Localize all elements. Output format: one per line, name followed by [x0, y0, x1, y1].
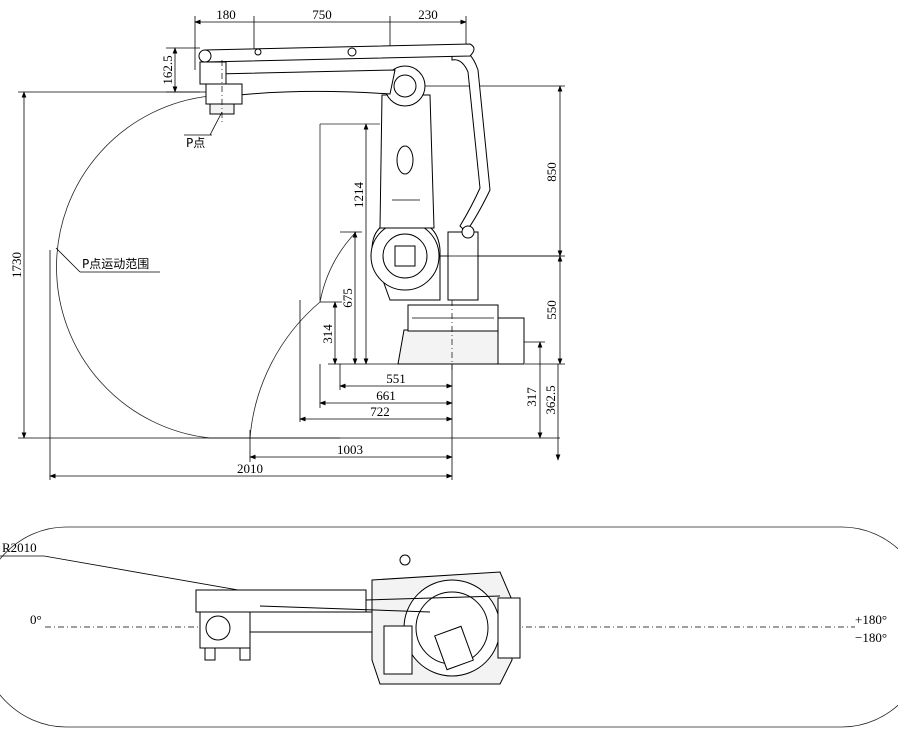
dim-550: 550 [544, 300, 559, 320]
reach-envelope-top [0, 526, 898, 728]
dim-1003: 1003 [337, 442, 363, 457]
dim-162-5: 162.5 [160, 55, 175, 84]
top-view: R2010 0° +180° −180° [0, 526, 898, 728]
p-point-label: P点 [186, 136, 205, 150]
dim-850: 850 [544, 162, 559, 182]
robot-top-view [195, 554, 521, 685]
side-view: 180 750 230 162.5 1730 850 550 [9, 7, 565, 480]
dim-722: 722 [370, 404, 390, 419]
robot-wrist [199, 60, 243, 125]
angle-neg-180: −180° [855, 630, 887, 645]
dim-750: 750 [312, 7, 332, 22]
dim-314: 314 [320, 324, 335, 344]
dim-230: 230 [418, 7, 438, 22]
dim-675: 675 [340, 288, 355, 308]
dim-317: 317 [524, 387, 539, 407]
robot-base [397, 300, 525, 370]
p-range-callout: P点运动范围 [55, 247, 160, 273]
dim-661: 661 [376, 388, 396, 403]
workspace-envelope [56, 95, 380, 439]
dim-162-5-group: 162.5 [160, 47, 200, 93]
angle-0: 0° [30, 612, 42, 627]
robot-rear-link [451, 47, 491, 239]
robot-turret [370, 219, 560, 301]
p-point-callout: P点 [184, 111, 223, 150]
dim-180: 180 [216, 7, 236, 22]
dim-1730-group: 1730 [9, 91, 560, 439]
dim-551: 551 [386, 371, 406, 386]
dim-362-5: 362.5 [543, 385, 558, 414]
dim-317-362-group: 317 362.5 [505, 341, 561, 461]
dim-left-verticals: 1214 675 314 [320, 123, 410, 365]
dim-1214: 1214 [351, 182, 366, 209]
p-range-label: P点运动范围 [82, 257, 149, 271]
radius-label: R2010 [2, 540, 37, 555]
angle-pos-180: +180° [855, 612, 887, 627]
dim-1730: 1730 [9, 252, 24, 278]
dim-horizontal-reach: 551 661 722 1003 2010 [49, 250, 453, 480]
robot-column [379, 94, 435, 229]
dim-2010: 2010 [237, 461, 263, 476]
